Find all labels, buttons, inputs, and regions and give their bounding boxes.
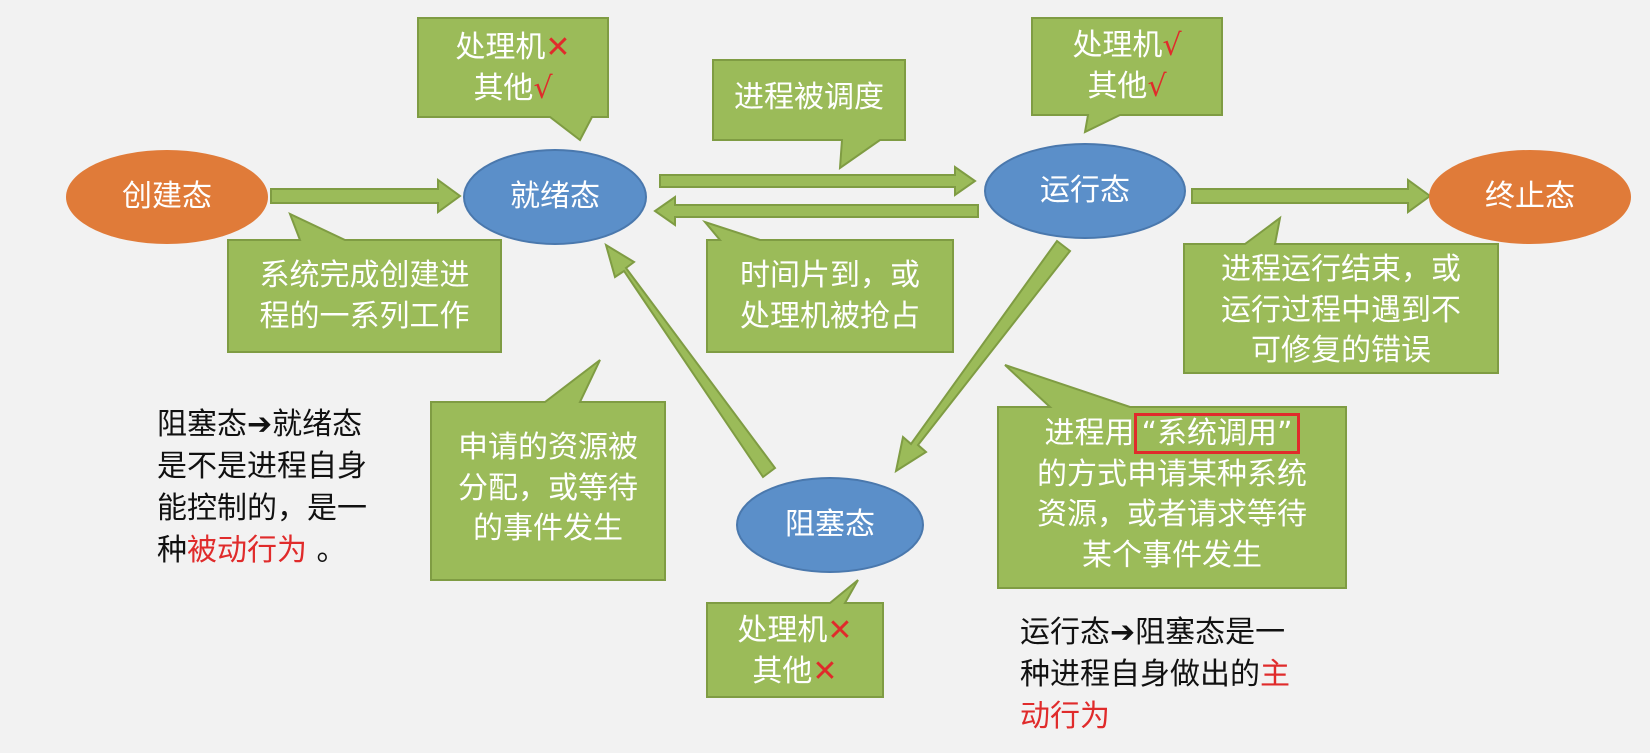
note-text: 能控制的，是一 <box>157 491 367 526</box>
callout-line: 某个事件发生 <box>1082 537 1262 573</box>
note-text: 就绪态 <box>272 407 363 442</box>
callout-line: 进程运行结束，或 <box>1221 252 1461 287</box>
callout-line: 资源，或者请求等待 <box>1037 497 1307 532</box>
right-arrow-icon: ➔ <box>1110 615 1136 650</box>
processor-label: 处理机 <box>455 30 546 65</box>
note-passive-behavior: 阻塞态➔就绪态 是不是进程自身 能控制的，是一 种被动行为 。 <box>157 404 417 572</box>
callout-syscall-text: 进程用“系统调用” 的方式申请某种系统 资源，或者请求等待 某个事件发生 <box>998 413 1346 576</box>
callout-terminate-reason-text: 进程运行结束，或 运行过程中遇到不 可修复的错误 <box>1184 250 1498 372</box>
cross-icon: ✕ <box>545 30 571 65</box>
check-icon: √ <box>533 70 553 106</box>
note-emphasis: 主 <box>1260 657 1290 692</box>
callout-line: 分配，或等待 <box>458 470 638 506</box>
right-arrow-icon: ➔ <box>247 407 273 442</box>
callout-running-resources-text: 处理机√ 其他√ <box>1032 26 1222 107</box>
cross-icon: ✕ <box>812 653 838 689</box>
arrow-running-to-blocked <box>894 239 1072 474</box>
callout-running-resources <box>1031 17 1223 134</box>
syscall-highlight: “系统调用” <box>1134 413 1300 454</box>
callout-ready-resources-text: 处理机✕ 其他√ <box>418 28 608 109</box>
processor-label: 处理机 <box>1072 28 1163 63</box>
note-text: 。 <box>307 533 347 568</box>
cross-icon: ✕ <box>827 613 853 648</box>
state-running-label: 运行态 <box>1040 173 1130 208</box>
arrow-created-to-ready <box>270 178 462 214</box>
arrow-running-to-terminated <box>1191 178 1432 214</box>
state-ready-label: 就绪态 <box>510 179 600 214</box>
callout-create-done-text: 系统完成创建进 程的一系列工作 <box>228 256 501 337</box>
callout-resource-granted <box>430 359 666 581</box>
other-label: 其他 <box>473 70 534 106</box>
note-text: 阻塞态是一 <box>1135 615 1286 650</box>
callout-line: 进程用 <box>1044 416 1135 451</box>
note-emphasis: 动行为 <box>1020 699 1110 734</box>
note-text: 种 <box>157 533 187 568</box>
other-label: 其他 <box>1087 68 1148 104</box>
state-created <box>66 150 268 244</box>
state-ready <box>463 149 647 245</box>
callout-line: 运行过程中遇到不 <box>1221 292 1461 328</box>
check-icon: √ <box>1147 68 1167 104</box>
note-active-behavior: 运行态➔阻塞态是一 种进程自身做出的主 动行为 <box>1020 612 1340 738</box>
callout-create-done <box>227 212 502 353</box>
callout-ready-resources <box>417 17 609 142</box>
state-running <box>984 143 1186 239</box>
other-label: 其他 <box>752 653 813 689</box>
callout-line: 的事件发生 <box>473 511 623 546</box>
callout-line: 系统完成创建进 <box>259 258 470 293</box>
arrow-running-to-ready <box>653 195 979 227</box>
note-text: 运行态 <box>1020 615 1110 650</box>
callout-line: 申请的资源被 <box>458 430 638 465</box>
callout-timeslice <box>702 219 954 353</box>
callout-syscall <box>997 364 1347 589</box>
callout-blocked-resources-text: 处理机✕ 其他✕ <box>707 611 883 692</box>
processor-label: 处理机 <box>737 613 828 648</box>
callout-scheduled <box>712 59 906 171</box>
callout-line: 时间片到，或 <box>740 258 920 293</box>
callout-blocked-resources <box>706 579 884 698</box>
callout-line: 程的一系列工作 <box>259 298 470 334</box>
callout-line: 可修复的错误 <box>1251 333 1431 368</box>
callout-terminate-reason <box>1183 215 1499 374</box>
note-text: 是不是进程自身 <box>157 449 367 484</box>
check-icon: √ <box>1162 28 1182 63</box>
callout-resource-granted-text: 申请的资源被 分配，或等待 的事件发生 <box>431 428 665 550</box>
note-emphasis: 被动行为 <box>187 533 307 568</box>
state-blocked <box>736 477 924 573</box>
state-created-label: 创建态 <box>122 179 212 214</box>
callout-line: 的方式申请某种系统 <box>1037 456 1307 492</box>
arrow-ready-to-running <box>659 165 977 197</box>
state-terminated-label: 终止态 <box>1485 179 1575 214</box>
arrow-blocked-to-ready <box>604 242 777 479</box>
callout-timeslice-text: 时间片到，或 处理机被抢占 <box>707 256 953 337</box>
state-terminated <box>1429 150 1631 244</box>
state-blocked-label: 阻塞态 <box>785 507 875 542</box>
callout-scheduled-text: 进程被调度 <box>734 80 884 115</box>
note-text: 阻塞态 <box>157 407 247 442</box>
note-text: 种进程自身做出的 <box>1020 657 1260 692</box>
callout-line: 处理机被抢占 <box>740 298 920 334</box>
